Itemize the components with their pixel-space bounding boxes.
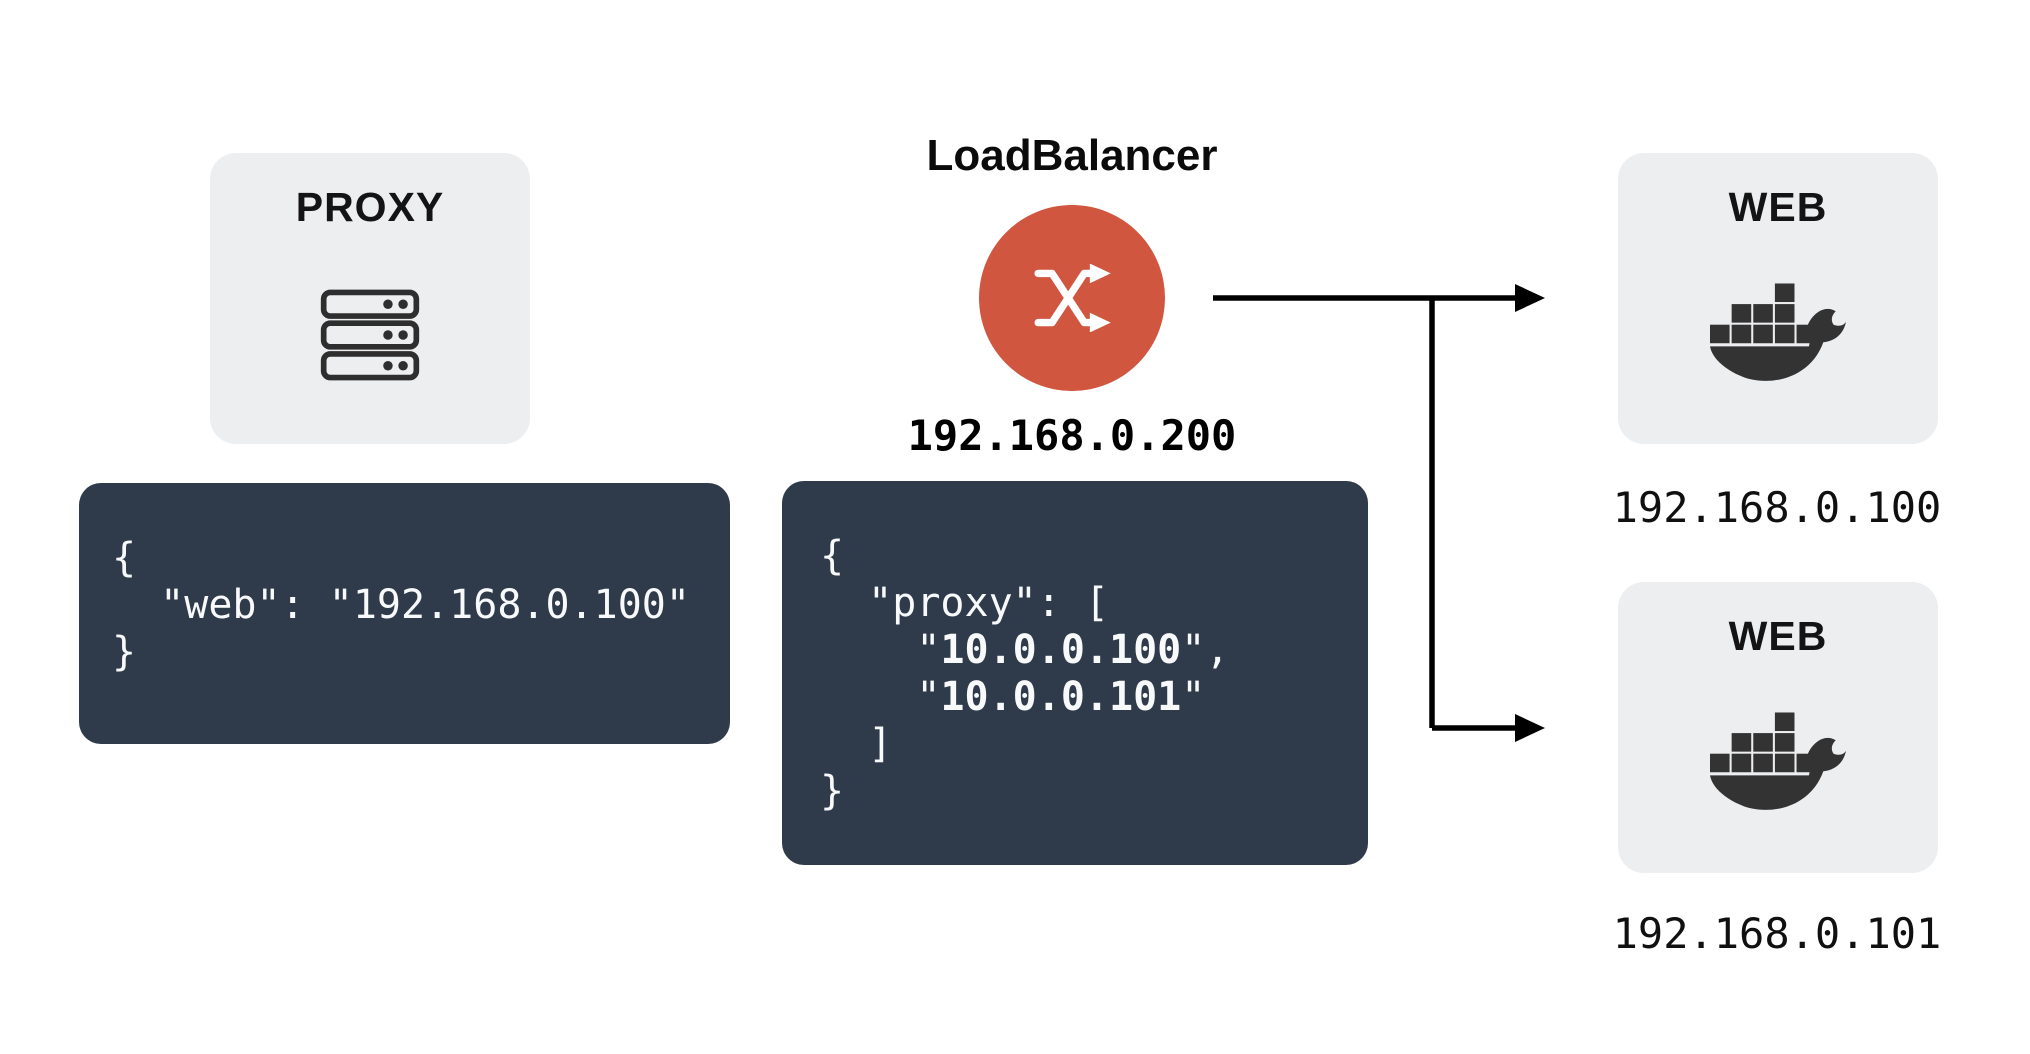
web-node-ip-1: 192.168.0.100 <box>1612 483 1942 532</box>
lb-config-code: { "proxy": [ "10.0.0.100", "10.0.0.101" … <box>782 481 1368 865</box>
server-icon <box>320 289 420 381</box>
web-node-title: WEB <box>1728 184 1828 230</box>
code-line: } <box>112 629 137 675</box>
web-node-panel-2: WEB <box>1618 582 1938 873</box>
shuffle-icon <box>1034 264 1111 332</box>
code-line: "10.0.0.100", <box>820 627 1230 673</box>
code-line: "web": "192.168.0.100" <box>112 582 690 628</box>
proxy-node-panel: PROXY <box>210 153 530 444</box>
code-line: { <box>112 535 137 581</box>
docker-icon <box>1710 712 1846 810</box>
arrow-head-web2 <box>1515 714 1545 742</box>
proxy-ip-2: 10.0.0.101 <box>940 674 1182 720</box>
code-line: "10.0.0.101" <box>820 674 1206 720</box>
web-node-panel-1: WEB <box>1618 153 1938 444</box>
web-node-title: WEB <box>1728 613 1828 659</box>
code-line: ] <box>820 721 893 767</box>
code-line: "proxy": [ <box>820 580 1109 626</box>
loadbalancer-ip: 192.168.0.200 <box>907 411 1237 460</box>
code-line: { <box>820 533 845 579</box>
proxy-ip-1: 10.0.0.100 <box>940 627 1182 673</box>
proxy-config-code: { "web": "192.168.0.100" } <box>79 483 730 744</box>
code-line: } <box>820 768 845 814</box>
web-node-ip-2: 192.168.0.101 <box>1612 909 1942 958</box>
loadbalancer-node <box>979 205 1165 391</box>
flow-arrows <box>1213 284 1545 742</box>
docker-icon <box>1710 283 1846 381</box>
loadbalancer-title: LoadBalancer <box>926 131 1218 180</box>
proxy-node-title: PROXY <box>295 184 445 230</box>
arrow-head-web1 <box>1515 284 1545 312</box>
